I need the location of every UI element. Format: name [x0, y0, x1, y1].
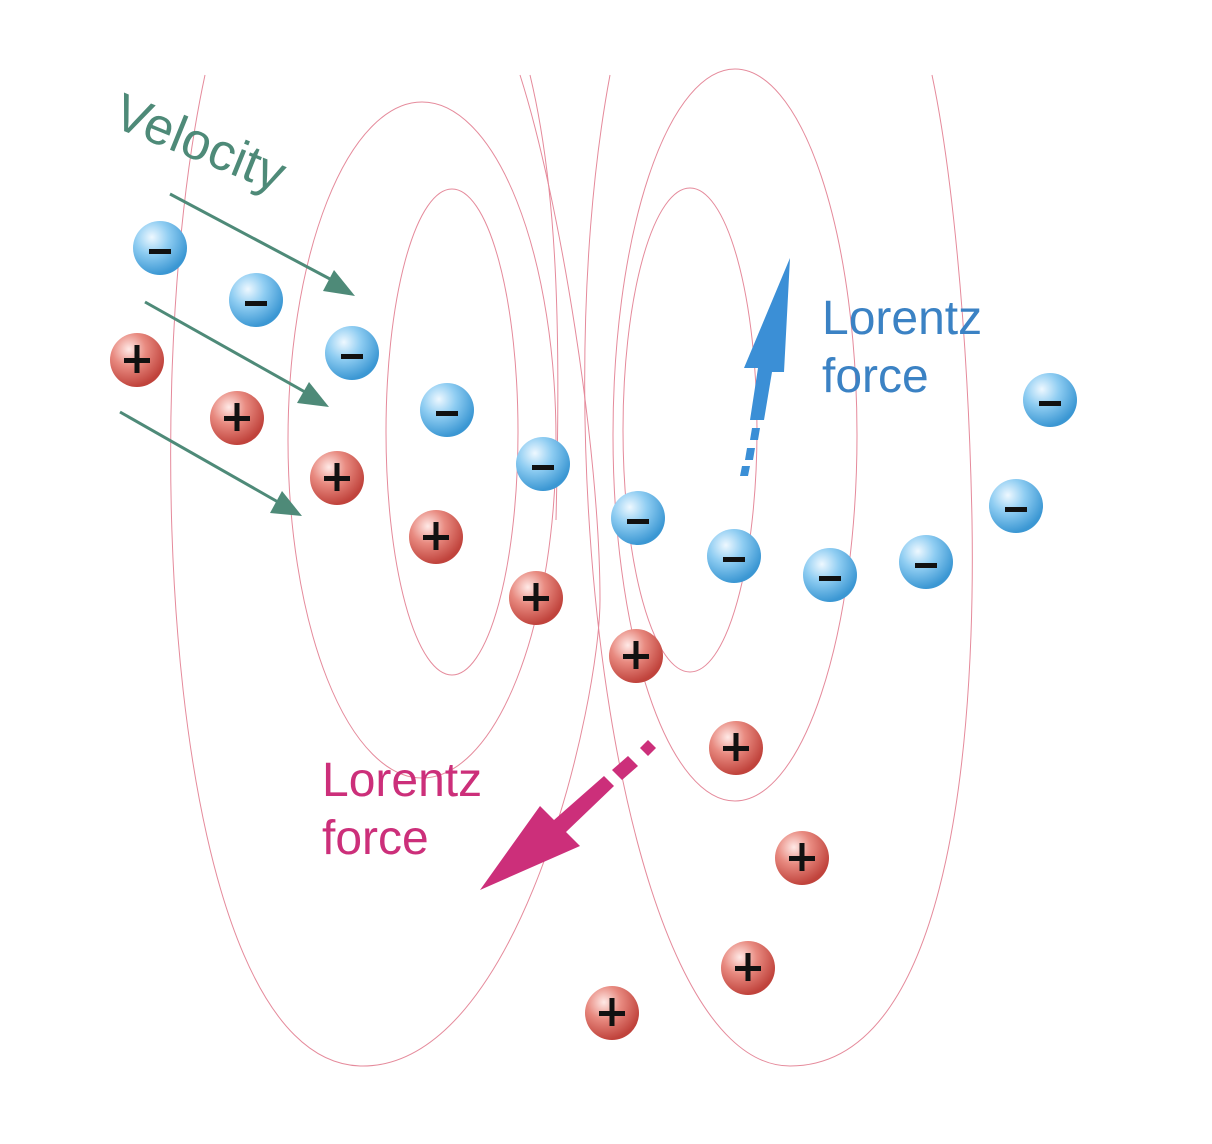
- velocity-arrow-2: [144, 300, 329, 407]
- minus-sign: [245, 301, 267, 306]
- positive-charge-particle: [721, 941, 775, 995]
- positive-charge-particle: [210, 391, 264, 445]
- positive-charge-particle: [775, 831, 829, 885]
- velocity-arrow-1: [169, 192, 355, 296]
- velocity-arrow-3: [119, 410, 302, 516]
- positive-charge-particle: [585, 986, 639, 1040]
- positive-charge-particle: [110, 333, 164, 387]
- negative-charge-particle: [420, 383, 474, 437]
- velocity-arrows: [119, 192, 355, 516]
- lorentz-force-arrow-magenta: [480, 740, 656, 890]
- minus-sign: [149, 249, 171, 254]
- lorentz-label-line: Lorentz: [322, 754, 483, 807]
- field-line: [385, 188, 519, 676]
- negative-charge-particle: [803, 548, 857, 602]
- field-line: [612, 68, 858, 802]
- minus-sign: [723, 557, 745, 562]
- minus-sign: [1005, 507, 1027, 512]
- negative-charge-particle: [516, 437, 570, 491]
- negative-charge-particle: [229, 273, 283, 327]
- minus-sign: [436, 411, 458, 416]
- negative-charge-particle: [707, 529, 761, 583]
- negative-charge-particle: [989, 479, 1043, 533]
- negative-charge-particle: [133, 221, 187, 275]
- minus-sign: [341, 354, 363, 359]
- field-lines-left: [170, 74, 601, 1067]
- positive-charge-particle: [609, 629, 663, 683]
- force-label-line: force: [322, 812, 429, 865]
- force-label-line: force: [822, 350, 929, 403]
- minus-sign: [627, 519, 649, 524]
- negative-charge-particle: [899, 535, 953, 589]
- positive-charge-particle: [509, 571, 563, 625]
- negative-charge-particle: [611, 491, 665, 545]
- minus-sign: [532, 465, 554, 470]
- field-line: [287, 101, 557, 779]
- minus-sign: [819, 576, 841, 581]
- positive-charge-particle: [709, 721, 763, 775]
- field-line: [584, 74, 973, 1067]
- particles: [110, 221, 1077, 1040]
- positive-charge-particle: [409, 510, 463, 564]
- negative-charge-particle: [325, 326, 379, 380]
- lorentz-force-label-magenta: Lorentz force: [322, 752, 482, 868]
- lorentz-label-line: Lorentz: [822, 292, 983, 345]
- negative-charge-particle: [1023, 373, 1077, 427]
- positive-charge-particle: [310, 451, 364, 505]
- field-line: [170, 74, 601, 1067]
- lorentz-force-arrow-blue: [740, 258, 790, 476]
- field-line: [622, 187, 758, 673]
- lorentz-force-label-blue: Lorentz force: [822, 290, 982, 406]
- field-lines-right: [529, 68, 973, 1067]
- minus-sign: [915, 563, 937, 568]
- minus-sign: [1039, 401, 1061, 406]
